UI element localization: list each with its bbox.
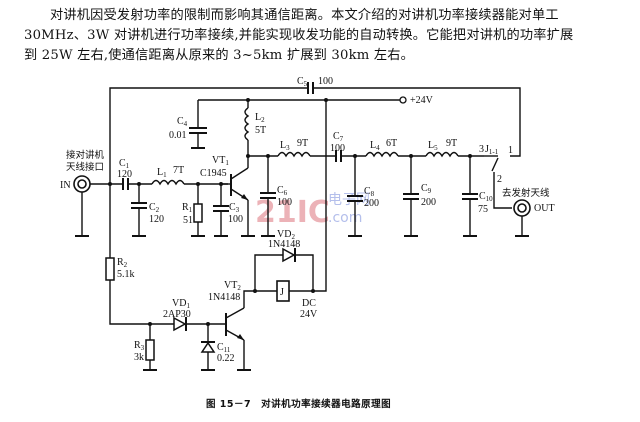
c1-ref: C1 xyxy=(119,158,130,170)
relay-j-label: J xyxy=(280,287,284,298)
vd1-value: 2AP30 xyxy=(163,309,191,320)
intro-paragraph: 对讲机因受发射功率的限制而影响其通信距离。本文介绍的对讲机功率接续器能对单工 3… xyxy=(24,6,624,66)
l3-ref: L3 xyxy=(280,140,290,152)
input-label-line1: 接对讲机 xyxy=(66,149,105,161)
relay-contact-j1 xyxy=(484,155,512,209)
r2-value: 5.1k xyxy=(117,269,135,280)
c6-ref: C6 xyxy=(277,185,288,197)
capacitor-c8 xyxy=(347,156,363,237)
capacitor-c6 xyxy=(260,156,276,237)
transistor-vt1 xyxy=(221,156,255,237)
capacitor-c4 xyxy=(189,100,207,149)
input-connector xyxy=(73,175,91,237)
watermark-en: .com xyxy=(328,210,362,226)
l4-value: 6T xyxy=(386,138,397,149)
l5-ref: L5 xyxy=(428,140,438,152)
r3-value: 3k xyxy=(134,352,144,363)
j1-ref: J1-1 xyxy=(485,144,499,156)
c10-value: 75 xyxy=(478,204,488,215)
vd2-ref: VD2 xyxy=(277,229,295,241)
l1-value: 7T xyxy=(173,165,184,176)
relay-supply-line1: DC xyxy=(302,298,316,309)
r2-ref: R2 xyxy=(117,257,128,269)
c6-value: 100 xyxy=(277,197,292,208)
resistor-r2 xyxy=(105,184,177,326)
c5-ref: C5 xyxy=(297,76,308,88)
c9-ref: C9 xyxy=(421,183,432,195)
c8-value: 200 xyxy=(364,198,379,209)
c2-value: 120 xyxy=(149,214,164,225)
intro-line-3: 到 25W 左右,使通信距离从原来的 3~5km 扩展到 30km 左右。 xyxy=(24,48,415,63)
r1-value: 51 xyxy=(183,215,193,226)
j1-pin2: 2 xyxy=(497,174,502,185)
c1-value: 120 xyxy=(117,169,132,180)
resistor-r3 xyxy=(143,324,157,371)
diode-vd1 xyxy=(173,316,225,332)
figure-caption: 图 15－7 对讲机功率接续器电路原理图 xyxy=(206,399,392,410)
vd2-value: 1N4148 xyxy=(268,239,300,250)
capacitor-c11 xyxy=(200,324,216,371)
input-label-line2: 天线接口 xyxy=(66,161,104,173)
watermark-logo: 21IC xyxy=(255,195,330,230)
supply-label: +24V xyxy=(410,95,434,106)
capacitor-c2 xyxy=(131,184,147,237)
relay-coil-j xyxy=(253,100,327,302)
transistor-vt2 xyxy=(225,290,255,371)
vt1-ref: VT1 xyxy=(212,155,229,167)
output-name: OUT xyxy=(534,203,555,214)
supply-terminal-icon xyxy=(399,96,407,104)
supply-rail xyxy=(198,96,407,104)
c11-ref: C11 xyxy=(217,342,231,354)
vt2-ref: VT2 xyxy=(224,280,241,292)
c5-value: 100 xyxy=(318,76,333,87)
vd1-ref: VD1 xyxy=(172,298,190,310)
resistor-r1 xyxy=(191,184,205,237)
wire-c5-loop xyxy=(109,82,521,184)
inductor-l2 xyxy=(244,100,250,158)
intro-line-1: 对讲机因受发射功率的限制而影响其通信距离。本文介绍的对讲机功率接续器能对单工 xyxy=(50,8,559,23)
input-name: IN xyxy=(60,180,71,191)
vt2-value: 1N4148 xyxy=(208,292,240,303)
j1-pin3: 3 xyxy=(479,144,484,155)
l2-ref: L2 xyxy=(255,112,265,124)
c11-value: 0.22 xyxy=(217,353,235,364)
intro-line-2: 30MHz、3W 对讲机进行功率接续,并能实现收发功能的自动转换。它能把对讲机的… xyxy=(24,28,574,43)
capacitor-c10 xyxy=(462,156,478,237)
c9-value: 200 xyxy=(421,197,436,208)
c3-value: 100 xyxy=(228,214,243,225)
l1-ref: L1 xyxy=(157,167,167,179)
relay-supply-line2: 24V xyxy=(300,309,318,320)
c8-ref: C8 xyxy=(364,186,375,198)
r1-ref: R1 xyxy=(182,202,193,214)
capacitor-c9 xyxy=(403,156,419,237)
vt1-value: C1945 xyxy=(200,168,227,179)
l5-value: 9T xyxy=(446,138,457,149)
output-label: 去发射天线 xyxy=(502,187,550,199)
c2-ref: C2 xyxy=(149,202,160,214)
l2-value: 5T xyxy=(255,125,266,136)
c3-ref: C3 xyxy=(229,202,240,214)
c10-ref: C10 xyxy=(479,191,493,203)
r3-ref: R3 xyxy=(134,340,145,352)
diode-vd2 xyxy=(254,247,314,291)
c7-ref: C7 xyxy=(333,131,344,143)
c4-value: 0.01 xyxy=(169,130,187,141)
rf-output-chain xyxy=(248,150,484,162)
j1-pin1: 1 xyxy=(508,145,513,156)
l3-value: 9T xyxy=(297,138,308,149)
c4-ref: C4 xyxy=(177,116,188,128)
output-connector xyxy=(513,199,531,237)
c7-value: 100 xyxy=(330,143,345,154)
l4-ref: L4 xyxy=(370,140,380,152)
capacitor-c3 xyxy=(213,184,229,237)
